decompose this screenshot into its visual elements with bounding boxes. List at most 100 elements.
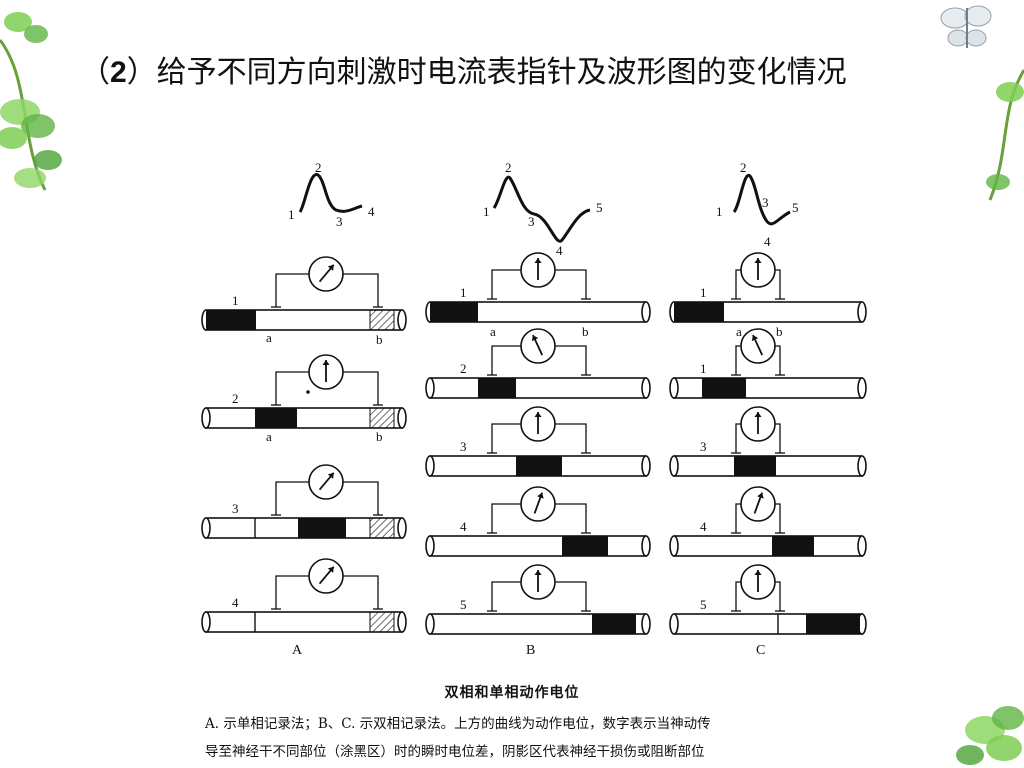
electrode-b-label: b bbox=[776, 324, 783, 339]
nerve-end bbox=[669, 613, 679, 635]
clover-bottom-icon bbox=[956, 706, 1024, 765]
electrode-a-label: a bbox=[266, 429, 272, 444]
waveform-c-label: 2 bbox=[740, 160, 747, 175]
electrode-b-label: b bbox=[376, 429, 383, 444]
meter-lead bbox=[343, 575, 379, 609]
meter-lead bbox=[343, 371, 379, 405]
nerve-end bbox=[669, 535, 679, 557]
row-label: 4 bbox=[460, 519, 467, 534]
row-label: 1 bbox=[700, 361, 707, 376]
nerve-end bbox=[857, 535, 867, 557]
waveform-a-label: 2 bbox=[315, 160, 322, 175]
meter-lead bbox=[343, 273, 379, 307]
meter-lead bbox=[491, 269, 521, 299]
row-label: 2 bbox=[232, 391, 239, 406]
nerve-end bbox=[201, 611, 211, 633]
needle-head-icon bbox=[534, 570, 542, 575]
nerve-trunk bbox=[673, 535, 863, 557]
nerve-end bbox=[669, 455, 679, 477]
excited-region bbox=[430, 302, 478, 322]
row-label: 5 bbox=[460, 597, 467, 612]
electrode-b-label: b bbox=[376, 332, 383, 347]
meter-lead bbox=[275, 273, 309, 307]
waveform-a-label: 1 bbox=[288, 207, 295, 222]
nerve-end bbox=[641, 455, 651, 477]
excited-region bbox=[592, 614, 636, 634]
row-label: 3 bbox=[232, 501, 239, 516]
electrode-a-label: a bbox=[266, 330, 272, 345]
needle-head-icon bbox=[537, 492, 544, 499]
excited-region bbox=[806, 614, 860, 634]
waveform-b-label: 5 bbox=[596, 200, 603, 215]
waveform-c bbox=[732, 174, 791, 226]
needle-head-icon bbox=[534, 412, 542, 417]
nerve-end bbox=[857, 301, 867, 323]
figure-caption-line-2: 导至神经干不同部位（涂黑区）时的瞬时电位差，阴影区代表神经干损伤或阻断部位 bbox=[205, 744, 705, 760]
row-label: 3 bbox=[460, 439, 467, 454]
nerve-end bbox=[669, 377, 679, 399]
meter-lead bbox=[491, 503, 521, 533]
electrode-b-label: b bbox=[582, 324, 589, 339]
figure-caption-title: 双相和单相动作电位 bbox=[444, 685, 580, 701]
row-label: 4 bbox=[700, 519, 707, 534]
needle-head-icon bbox=[534, 258, 542, 263]
meter-lead bbox=[735, 581, 741, 611]
butterfly-icon bbox=[940, 5, 992, 48]
column-label-b: B bbox=[526, 643, 535, 658]
needle-head-icon bbox=[754, 570, 762, 575]
dot bbox=[306, 390, 310, 394]
meter-lead bbox=[555, 345, 587, 375]
page-title: （2）给予不同方向刺激时电流表指针及波形图的变化情况 bbox=[80, 55, 847, 90]
meter-lead bbox=[275, 575, 309, 609]
meter-lead bbox=[491, 345, 521, 375]
nerve-end bbox=[397, 611, 407, 633]
row-label: 4 bbox=[232, 595, 239, 610]
electrode-a-label: a bbox=[736, 324, 742, 339]
column-label-a: A bbox=[292, 643, 303, 658]
meter-lead bbox=[775, 345, 781, 375]
excited-region bbox=[298, 518, 346, 538]
nerve-end bbox=[397, 407, 407, 429]
needle-head-icon bbox=[531, 335, 539, 342]
waveform-a-label: 3 bbox=[336, 214, 343, 229]
damaged-region bbox=[369, 407, 395, 429]
meter-lead bbox=[555, 503, 587, 533]
waveform-b-label: 1 bbox=[483, 204, 490, 219]
needle-head-icon bbox=[754, 412, 762, 417]
nerve-end bbox=[201, 407, 211, 429]
row-label: 1 bbox=[460, 285, 467, 300]
excited-region bbox=[206, 310, 256, 330]
waveform-c-label: 5 bbox=[792, 200, 799, 215]
clover-vine-icon bbox=[0, 12, 62, 191]
needle-head-icon bbox=[754, 258, 762, 263]
nerve-end bbox=[425, 535, 435, 557]
nerve-end bbox=[641, 377, 651, 399]
damaged-region bbox=[369, 517, 395, 539]
nerve-end bbox=[425, 613, 435, 635]
nerve-trunk bbox=[429, 535, 647, 557]
excited-region bbox=[734, 456, 776, 476]
meter-lead bbox=[555, 581, 587, 611]
meter-lead bbox=[555, 423, 587, 453]
meter-lead bbox=[735, 503, 741, 533]
waveform-a bbox=[298, 173, 363, 213]
needle-head-icon bbox=[322, 360, 330, 365]
meter-lead bbox=[491, 581, 521, 611]
nerve-end bbox=[397, 309, 407, 331]
electrode-a-label: a bbox=[490, 324, 496, 339]
nerve-end bbox=[857, 455, 867, 477]
row-label: 2 bbox=[460, 361, 467, 376]
excited-region bbox=[516, 456, 562, 476]
waveform-b-label: 3 bbox=[528, 214, 535, 229]
meter-lead bbox=[275, 371, 309, 405]
damaged-region bbox=[369, 611, 395, 633]
waveform-c-label: 1 bbox=[716, 204, 723, 219]
waveform-c-label: 4 bbox=[764, 234, 771, 249]
damaged-region bbox=[369, 309, 395, 331]
meter-lead bbox=[775, 423, 781, 453]
needle-head-icon bbox=[327, 264, 334, 271]
excited-region bbox=[255, 408, 297, 428]
meter-lead bbox=[275, 481, 309, 515]
